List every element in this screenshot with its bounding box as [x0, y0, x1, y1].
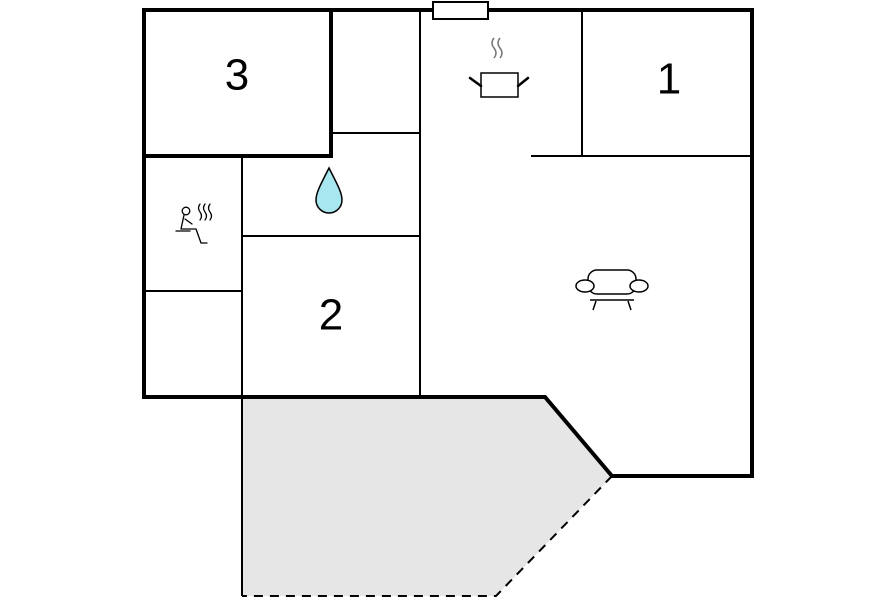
sofa-icon — [575, 269, 649, 311]
window — [432, 1, 489, 20]
terrace — [241, 397, 613, 597]
bedroom-3-number: 3 — [225, 51, 249, 100]
interior-walls — [142, 8, 752, 397]
bedroom-2-number: 2 — [319, 291, 343, 340]
sauna-icon — [175, 203, 213, 244]
terrace-dashed-edge — [242, 475, 613, 597]
water-drop-icon — [315, 166, 343, 214]
outer-wall — [142, 8, 754, 478]
cooking-pot-icon — [468, 37, 530, 98]
terrace-area — [242, 397, 612, 596]
bedroom-1-number: 1 — [657, 55, 681, 104]
